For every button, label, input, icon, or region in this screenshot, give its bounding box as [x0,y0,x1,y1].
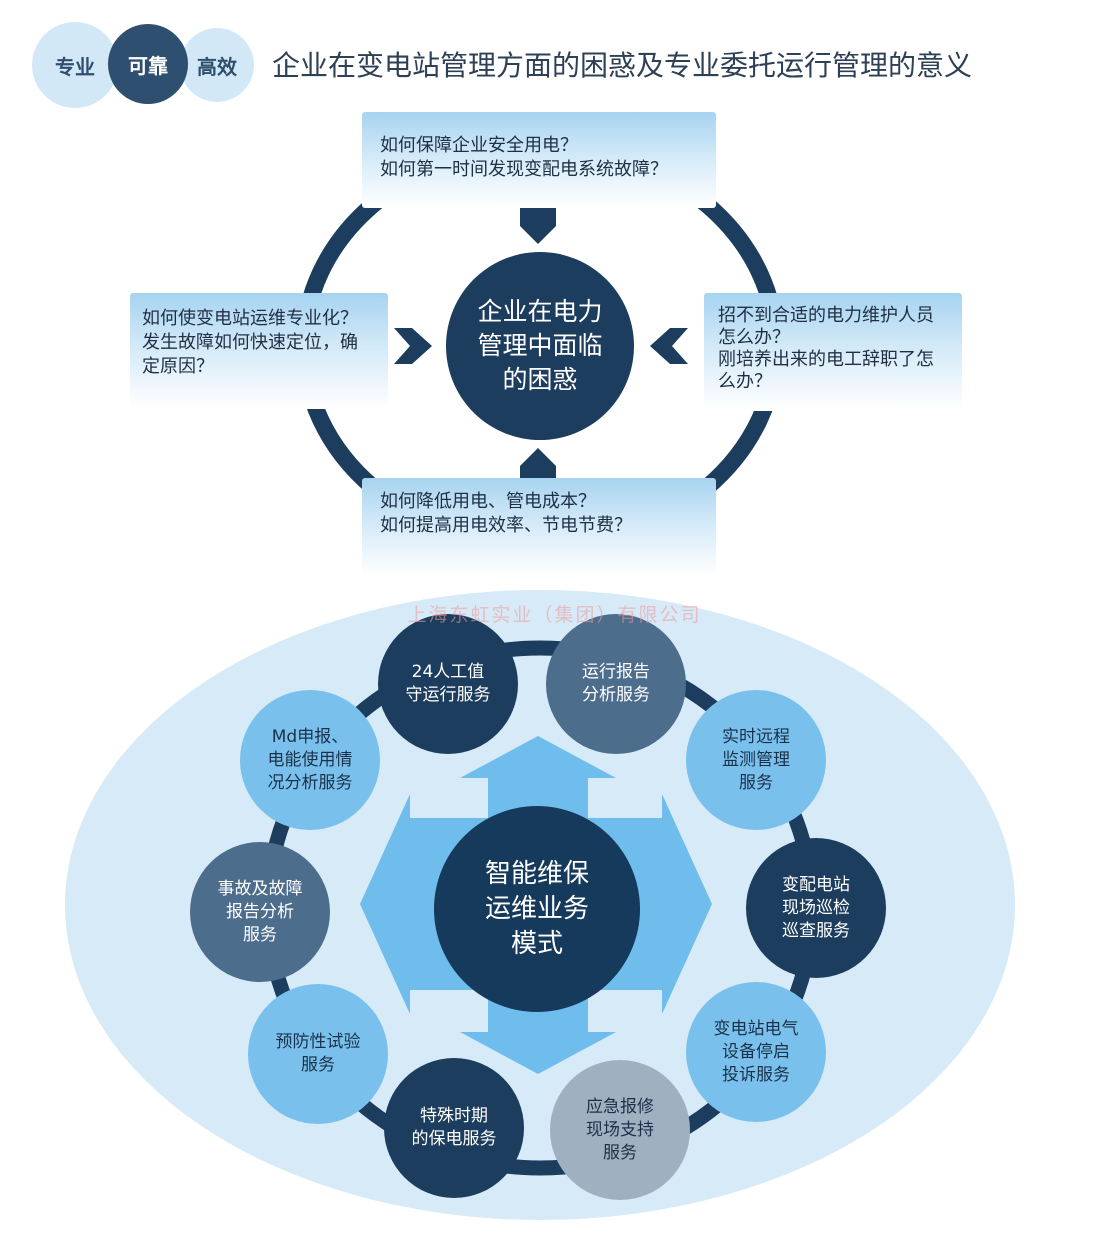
question-box-bottom: 如何降低用电、管电成本？ 如何提高用电效率、节电节费？ [362,478,716,576]
question-line: 定原因？ [142,356,214,377]
service-line: 变电站电气 [713,1018,799,1039]
center-line: 管理中面临 [477,331,603,360]
badge-professional: 专业 [32,22,118,108]
service-line: 24人工值 [411,662,485,682]
service-line: 服务 [243,924,277,945]
page-title: 企业在变电站管理方面的困惑及专业委托运行管理的意义 [272,49,973,82]
chevron-down-icon [520,208,556,244]
service-line: 现场巡检 [782,897,850,918]
service-line: 的保电服务 [411,1129,497,1149]
service-node-equipment-switching: 变电站电气设备停启投诉服务 [686,982,826,1122]
service-node-24h-duty: 24人工值守运行服务 [378,614,518,754]
service-mode-center: 智能维保 运维业务 模式 [434,806,640,1012]
service-line: 服务 [739,772,773,793]
service-line: 况分析服务 [267,772,353,793]
center-line: 企业在电力 [477,297,603,326]
service-line: 监测管理 [722,749,790,770]
center-line: 运维业务 [484,893,589,924]
question-line: 招不到合适的电力维护人员 [718,305,934,326]
service-node-fault-report: 事故及故障报告分析服务 [190,842,330,982]
service-line: 变配电站 [782,874,850,895]
service-line: 守运行服务 [405,685,491,705]
service-node-remote-monitoring: 实时远程监测管理服务 [686,690,826,830]
service-line: 巡查服务 [782,920,850,941]
service-line: 服务 [603,1142,637,1163]
center-line: 的困惑 [502,365,578,394]
service-node-report-analysis: 运行报告分析服务 [546,614,686,754]
badge-label: 可靠 [128,53,168,78]
badge-reliable: 可靠 [108,24,188,104]
service-line: 运行报告 [582,662,650,682]
question-box-left: 如何使变电站运维专业化？ 发生故障如何快速定位，确 定原因？ [130,293,388,409]
question-box-right: 招不到合适的电力维护人员 怎么办？ 刚培养出来的电工辞职了怎 么办？ [704,293,962,411]
company-watermark: 上海东虹实业（集团）有限公司 [407,604,702,626]
service-line: 现场支持 [586,1119,654,1140]
question-line: 如何提高用电效率、节电节费？ [380,515,632,536]
chevron-left-icon [650,328,688,364]
service-line: 设备停启 [722,1041,790,1062]
service-line: 服务 [301,1055,335,1075]
service-line: 应急报修 [586,1096,654,1117]
question-line: 如何使变电站运维专业化？ [142,308,358,329]
badge-label: 专业 [55,54,95,79]
service-node-md-declaration: Md申报、电能使用情况分析服务 [240,690,380,830]
question-line: 么办？ [718,371,772,392]
service-line: 预防性试验 [275,1032,361,1052]
service-line: 投诉服务 [722,1064,790,1085]
question-line: 如何第一时间发现变配电系统故障？ [380,159,668,180]
service-node-preventive-test: 预防性试验服务 [248,984,388,1124]
question-line: 怎么办？ [718,327,790,348]
service-line: 特殊时期 [420,1106,488,1126]
question-box-top: 如何保障企业安全用电？ 如何第一时间发现变配电系统故障？ [362,112,716,208]
service-line: 报告分析 [226,901,294,922]
question-line: 发生故障如何快速定位，确 [142,332,358,353]
question-line: 如何降低用电、管电成本？ [380,491,596,512]
center-line: 模式 [510,928,563,959]
service-line: 电能使用情 [267,749,353,770]
chevron-up-icon [520,448,556,484]
service-node-emergency-repair: 应急报修现场支持服务 [550,1060,690,1200]
service-node-special-period: 特殊时期的保电服务 [384,1058,524,1198]
confusion-center: 企业在电力 管理中面临 的困惑 [446,252,634,440]
badge-label: 高效 [197,54,237,79]
service-line: 分析服务 [582,685,650,705]
badge-efficient: 高效 [180,28,254,102]
question-line: 刚培养出来的电工辞职了怎 [718,349,934,370]
center-line: 智能维保 [484,858,589,889]
question-line: 如何保障企业安全用电？ [380,135,578,156]
service-line: Md申报、 [271,726,349,747]
service-line: 事故及故障 [217,878,303,899]
service-node-site-inspection: 变配电站现场巡检巡查服务 [746,838,886,978]
service-line: 实时远程 [722,726,790,747]
chevron-right-icon [394,328,432,364]
